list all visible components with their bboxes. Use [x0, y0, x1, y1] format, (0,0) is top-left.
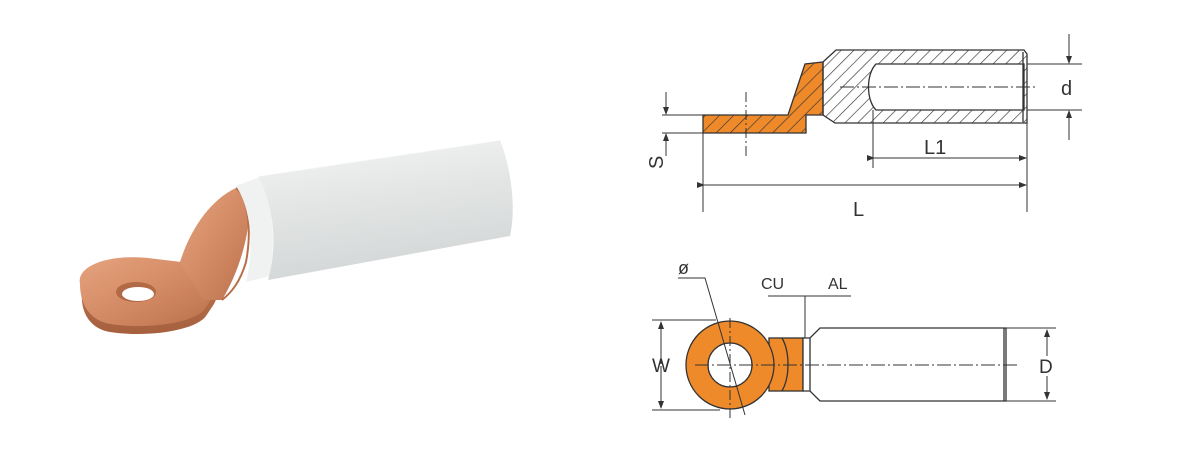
dimension-drawings: S d L1 L	[646, 34, 1082, 418]
top-view	[652, 277, 1056, 418]
label-cu: CU	[761, 276, 784, 293]
label-al: AL	[828, 276, 848, 293]
label-l: L	[853, 199, 864, 221]
label-l1: L1	[924, 137, 946, 159]
label-w: W	[652, 356, 670, 377]
technical-drawings: S d L1 L	[600, 0, 1200, 467]
label-s: S	[646, 156, 668, 169]
label-d-outer: D	[1039, 357, 1053, 378]
side-section-view	[662, 34, 1082, 212]
label-phi: ø	[678, 258, 689, 278]
cable-lug-photo	[79, 139, 513, 335]
product-photo	[0, 0, 600, 467]
label-d-inner: d	[1061, 78, 1072, 100]
